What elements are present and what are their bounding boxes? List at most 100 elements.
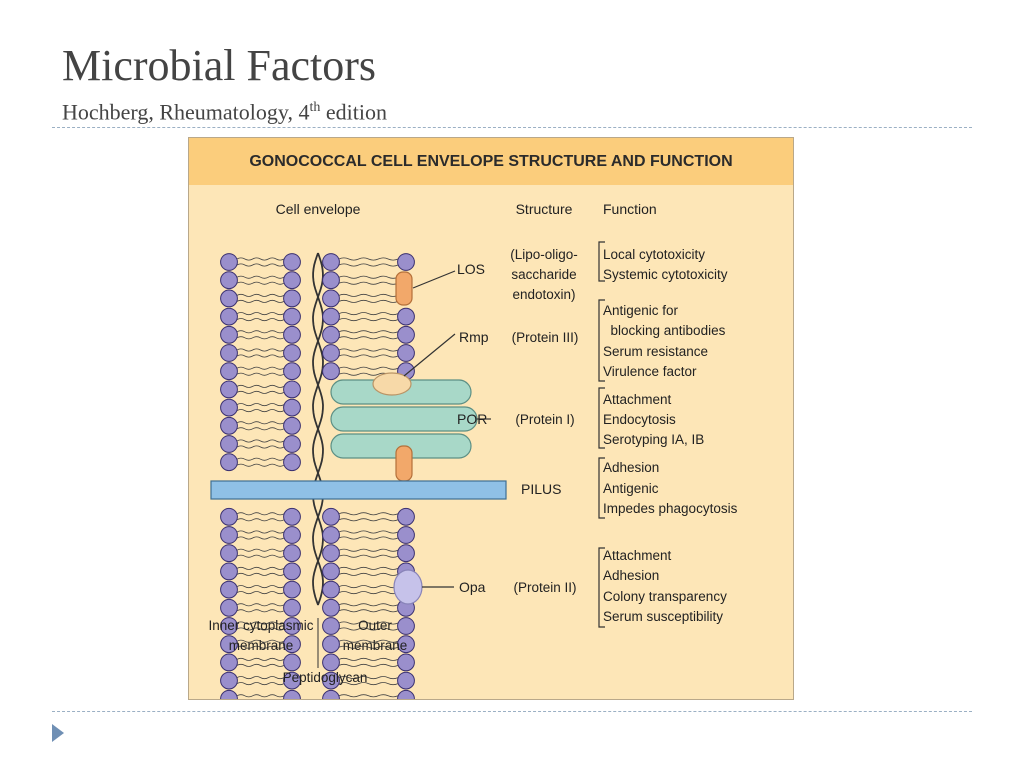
bracket-rmp [598,299,605,382]
column-header-function: Function [603,201,657,217]
function-text: Adhesion [603,568,659,583]
lipid-head [220,289,238,308]
lipid-heads [220,253,415,699]
inner-membrane-label: Inner cytoplasmic [208,618,313,633]
lipid-tail [338,263,399,267]
lipid-tail [338,591,399,595]
lipid-head [322,671,340,690]
lipid-head [220,344,238,362]
component-name: LOS [457,261,485,277]
lipid-head [220,380,238,399]
lipid-tail [236,427,285,431]
lipid-head [283,598,301,617]
lipid-tail [338,548,399,552]
lipid-head [220,507,238,526]
lipid-tail [338,682,399,686]
lipid-head [220,580,238,599]
lipid-tail [338,354,399,358]
lipid-head [322,307,340,326]
lipid-head [322,562,340,581]
lipid-tail [236,281,285,285]
lipid-tail [236,512,285,516]
lipid-tail [236,682,285,686]
lipid-head [220,671,238,690]
lipid-head [322,635,340,654]
lipid-head [397,635,415,654]
lipid-tail [338,603,399,607]
lipid-head [397,344,415,362]
component-name: Opa [459,579,486,595]
lipid-tail [338,645,399,649]
slide-title: Microbial Factors [62,41,377,90]
lipid-head [322,544,340,563]
title-divider [52,127,972,128]
column-header-envelope: Cell envelope [276,201,361,217]
bracket-opa [598,547,605,628]
lipid-head [397,544,415,563]
lipid-head [397,253,415,271]
lipid-head [283,271,301,290]
lipid-head [220,453,238,472]
lipid-head [220,617,238,635]
function-text: Serum resistance [603,344,708,359]
lipid-tail [338,530,399,534]
lipid-head [220,635,238,654]
function-text: Colony transparency [603,589,727,604]
component-name: Rmp [459,329,489,345]
lipid-head [283,362,301,381]
lipid-tail [338,663,399,667]
lipid-head [283,617,301,635]
por-protein-middle [330,406,478,432]
function-text: Antigenic for [603,303,679,318]
component-name: POR [457,411,487,427]
lipid-head [283,344,301,362]
lipid-head [283,544,301,563]
lipid-head [397,671,415,690]
outer-membrane-label: membrane [343,638,408,653]
figure-header: GONOCOCCAL CELL ENVELOPE STRUCTURE AND F… [189,138,793,185]
structure-text: (Lipo-oligo- [510,247,578,262]
lipid-tail [338,257,399,261]
lipid-tail [236,463,285,467]
lipid-tail [236,554,285,558]
structure-text: (Protein II) [513,580,576,595]
lipid-tails [236,257,399,698]
lipid-tail [236,530,285,534]
peptidoglycan-label: Peptidoglycan [283,670,368,685]
lipid-tail [338,518,399,522]
lipid-head [283,526,301,544]
lipid-tail [236,657,285,661]
lipid-tail [236,621,285,625]
lipid-tail [236,603,285,607]
lipid-tail [236,299,285,303]
lipid-tail [338,609,399,613]
footer-divider [52,711,972,712]
bracket-pilus [598,457,605,519]
lipid-tail [236,676,285,680]
lipid-head [283,435,301,453]
slide-subtitle: Hochberg, Rheumatology, 4th edition [62,94,387,126]
lipid-tail [236,536,285,540]
lipid-head [283,380,301,399]
lipid-head [220,325,238,344]
lipid-head [283,253,301,271]
bracket-los [598,241,605,282]
lipid-head [220,307,238,326]
lipid-head [397,689,415,699]
lipid-head [220,544,238,563]
subtitle-suffix: edition [320,99,387,125]
lipid-head [283,289,301,308]
lipid-tail [236,390,285,394]
structure-text: endotoxin) [512,287,575,302]
slide-nav-arrow-icon [52,724,64,742]
outer-membrane-label: Outer [358,618,392,633]
lipid-head [283,580,301,599]
lipid-head [283,416,301,435]
lipid-tail [236,591,285,595]
lipid-tail [338,512,399,516]
lipid-head [220,398,238,417]
inner-membrane-label: membrane [229,638,294,653]
lipid-tail [338,639,399,643]
function-text: Antigenic [603,481,659,496]
function-text: Impedes phagocytosis [603,501,738,516]
